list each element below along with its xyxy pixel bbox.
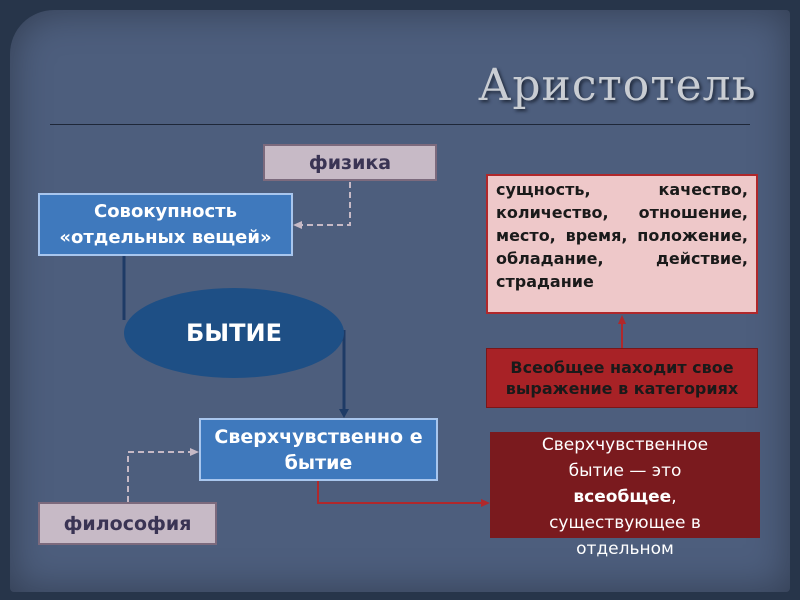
definition-bold-word: всеобщее bbox=[573, 487, 672, 507]
definition-line-3: всеобщее, bbox=[490, 484, 760, 510]
definition-line-4: существующее в bbox=[549, 513, 701, 533]
definition-line-5: отдельном bbox=[576, 539, 674, 559]
sverhchuvstvennoe-box: Сверхчувственно е бытие bbox=[199, 418, 438, 481]
title-underline bbox=[50, 124, 750, 125]
bytie-ellipse: БЫТИЕ bbox=[124, 288, 344, 378]
categories-box: сущность, качество, количество, отношени… bbox=[486, 174, 758, 314]
fizika-box: физика bbox=[263, 144, 437, 181]
slide-title: Аристотель bbox=[478, 60, 757, 111]
definition-box: Сверхчувственное бытие — это всеобщее, с… bbox=[490, 432, 760, 559]
definition-line-2: бытие — это bbox=[568, 461, 682, 481]
definition-comma: , bbox=[671, 487, 677, 507]
sovokupnost-box: Совокупность «отдельных вещей» bbox=[38, 193, 293, 256]
filosofiya-box: философия bbox=[38, 502, 217, 545]
definition-line-1: Сверхчувственное bbox=[541, 435, 709, 455]
vseobshee-box: Всеобщее находит свое выражение в катего… bbox=[486, 348, 758, 408]
